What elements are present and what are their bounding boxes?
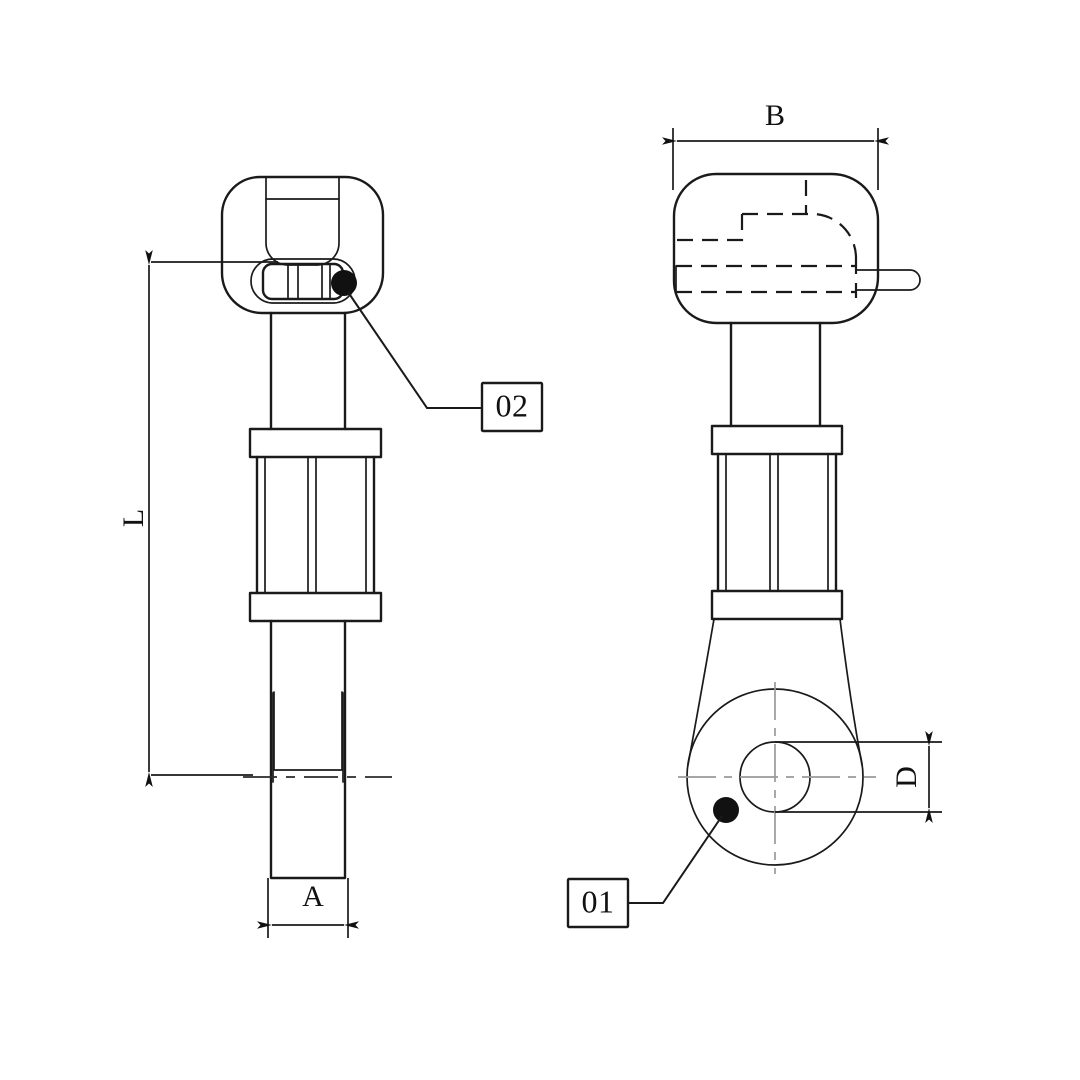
side-view [672,172,921,874]
balloon-02-label: 02 [496,387,529,423]
dimension-B-label: B [765,99,785,132]
side-lower-collar [710,589,844,621]
front-lower-shaft [269,619,347,880]
balloon-02-leader [347,291,482,409]
dimension-D: D [775,731,942,823]
balloon-02-box[interactable] [480,381,544,433]
front-head-outline [220,175,385,315]
side-head-hidden-lines [675,180,858,298]
dimension-L: L [117,250,278,787]
balloon-01-label: 01 [582,883,615,919]
side-upper-collar [710,424,844,456]
side-head-nose [855,269,921,291]
dimension-B: B [662,99,889,190]
balloon-01-anchor-dot [713,797,739,823]
front-upper-collar [248,427,383,459]
dimension-L-label: L [117,509,150,527]
front-sleeve-body [255,455,376,595]
dimension-A-label: A [302,880,324,913]
side-head-outline [672,172,880,325]
dimension-D-label: D [890,766,923,788]
front-view [220,175,392,880]
side-eye-center-lines [678,682,876,874]
front-lower-collar [248,591,383,623]
side-upper-shaft [729,321,822,428]
balloon-02-anchor-dot [331,270,357,296]
balloon-01[interactable]: 01 [566,815,723,929]
front-lower-shaft-slot [273,691,343,771]
front-head-slot [250,258,356,304]
front-head-pin [261,262,345,301]
balloon-02[interactable]: 02 [347,291,544,433]
front-head-yoke [265,176,340,266]
balloon-01-box[interactable] [566,877,630,929]
side-sleeve-body [716,452,838,593]
dimension-A: A [257,878,359,938]
front-upper-shaft [269,311,347,431]
balloon-01-leader [628,815,723,904]
